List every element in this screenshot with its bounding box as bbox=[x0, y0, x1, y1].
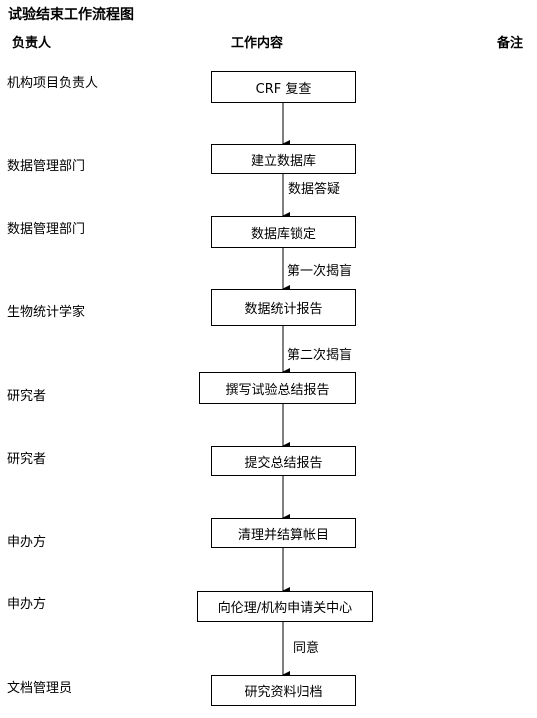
role-label: 研究者 bbox=[7, 452, 47, 467]
step-box-build-database: 建立数据库 bbox=[211, 144, 356, 174]
step-box-archive: 研究资料归档 bbox=[211, 675, 356, 706]
step-text: 清理并结算帐目 bbox=[237, 527, 329, 543]
role-label: 生物统计学家 bbox=[7, 305, 86, 320]
role-label: 申办方 bbox=[7, 597, 47, 612]
step-text: 提交总结报告 bbox=[244, 455, 323, 471]
step-text: 撰写试验总结报告 bbox=[225, 382, 330, 398]
role-label: 研究者 bbox=[7, 389, 47, 404]
arrow-label: 第一次揭盲 bbox=[287, 264, 353, 279]
role-label: 数据管理部门 bbox=[7, 222, 86, 237]
arrow-label: 第二次揭盲 bbox=[287, 348, 353, 363]
step-box-settle-accounts: 清理并结算帐目 bbox=[211, 518, 356, 548]
role-label: 申办方 bbox=[7, 535, 47, 550]
arrow-label: 同意 bbox=[293, 641, 320, 656]
step-box-lock-database: 数据库锁定 bbox=[211, 216, 356, 248]
header-remarks: 备注 bbox=[497, 36, 524, 51]
role-label: 机构项目负责人 bbox=[7, 76, 99, 91]
step-text: 研究资料归档 bbox=[244, 685, 323, 700]
page-title: 试验结束工作流程图 bbox=[8, 7, 134, 23]
header-content: 工作内容 bbox=[231, 36, 284, 51]
step-text: 数据库锁定 bbox=[250, 226, 316, 242]
step-text: 数据统计报告 bbox=[244, 302, 323, 317]
step-box-submit-summary: 提交总结报告 bbox=[211, 446, 356, 476]
step-box-write-summary: 撰写试验总结报告 bbox=[199, 372, 356, 404]
step-text: CRF 复查 bbox=[255, 81, 312, 97]
step-box-stats-report: 数据统计报告 bbox=[211, 289, 356, 326]
header-responsible: 负责人 bbox=[12, 36, 52, 51]
step-text: 建立数据库 bbox=[250, 153, 316, 169]
arrow-label: 数据答疑 bbox=[288, 182, 341, 197]
step-box-crf-review: CRF 复查 bbox=[211, 71, 356, 103]
step-text: 向伦理/机构申请关中心 bbox=[217, 601, 353, 616]
step-box-apply-close-center: 向伦理/机构申请关中心 bbox=[197, 591, 373, 622]
role-label: 文档管理员 bbox=[7, 681, 73, 696]
role-label: 数据管理部门 bbox=[7, 159, 86, 174]
